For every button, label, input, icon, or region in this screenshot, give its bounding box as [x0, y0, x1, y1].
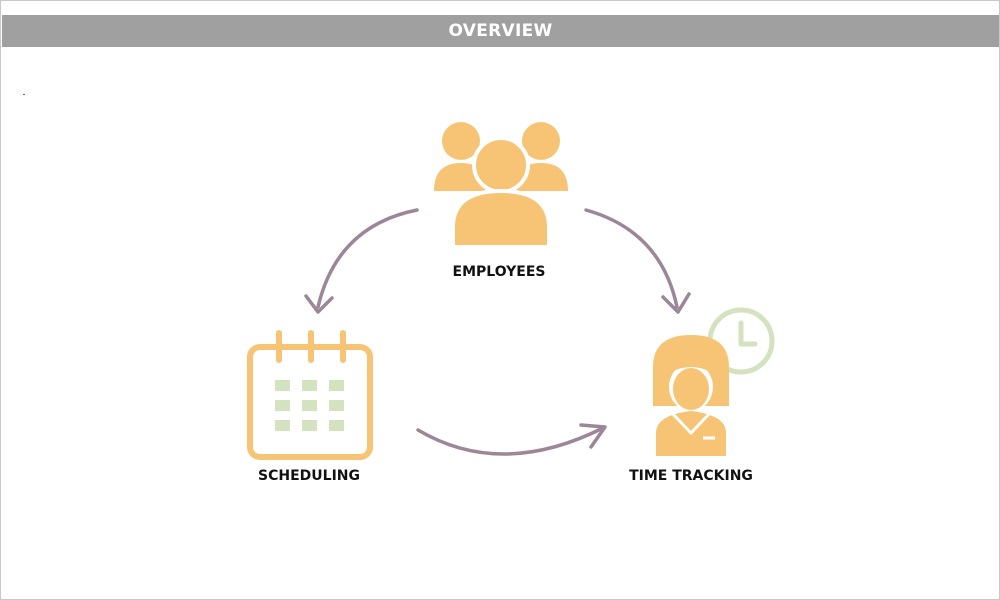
- arrows: [304, 208, 691, 456]
- users-icon: [434, 122, 568, 249]
- page-title: OVERVIEW: [448, 21, 553, 41]
- calendar-day-grid: [275, 380, 344, 431]
- arrowhead-time-tracking-bottom: [579, 423, 607, 449]
- arrow-employees-to-scheduling: [316, 208, 419, 309]
- employee-clock-icon: [653, 307, 775, 456]
- stray-mark: [23, 94, 25, 95]
- node-label-employees: EMPLOYEES: [452, 264, 546, 280]
- header-bar: OVERVIEW: [2, 15, 999, 47]
- arrowhead-scheduling: [304, 294, 334, 314]
- node-label-scheduling: SCHEDULING: [258, 468, 360, 484]
- arrow-scheduling-to-time-tracking: [416, 426, 605, 456]
- node-label-time-tracking: TIME TRACKING: [629, 468, 753, 484]
- arrow-employees-to-time-tracking: [584, 208, 679, 309]
- calendar-icon: [247, 330, 373, 460]
- arrowhead-time-tracking: [661, 292, 691, 314]
